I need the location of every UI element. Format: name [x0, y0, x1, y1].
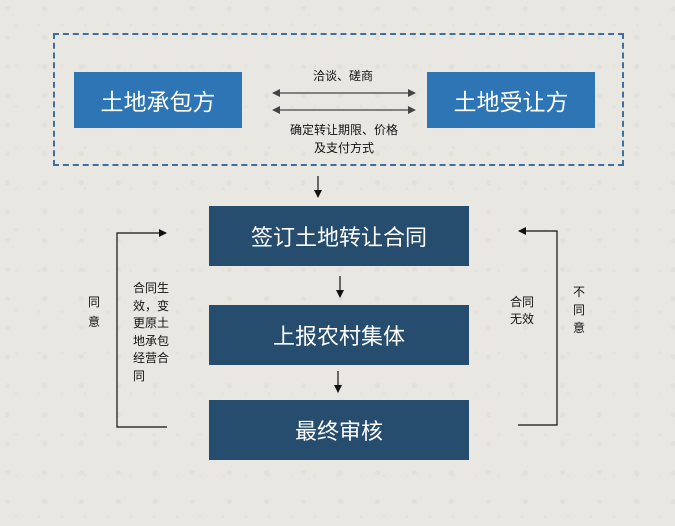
- disagree-loop-arrow: [518, 227, 558, 426]
- land-contractor-label: 土地承包方: [100, 90, 216, 116]
- agree-loop-arrow: [116, 229, 167, 428]
- negotiate-label: 洽谈、磋商: [312, 69, 373, 83]
- step-label: 最终审核: [294, 420, 383, 445]
- land-transferee-label: 土地受让方: [453, 90, 569, 116]
- contract-invalid-line2: 无效: [510, 312, 535, 326]
- contract-invalid-line1: 合同: [510, 295, 535, 309]
- step-label: 上报农村集体: [272, 325, 405, 350]
- contract-effective-label: 合同生效，变更原土地承包经营合同: [133, 281, 170, 383]
- disagree-label: 不同意: [572, 285, 585, 335]
- agree-label: 同意: [87, 295, 100, 329]
- parties-group-frame: [53, 33, 624, 166]
- step-sign-contract: 签订土地转让合同: [209, 206, 469, 266]
- terms-label-line1: 确定转让期限、价格: [289, 123, 398, 137]
- land-contractor-box: 土地承包方: [74, 72, 242, 128]
- step-final-review: 最终审核: [209, 400, 469, 460]
- step-report-collective: 上报农村集体: [209, 305, 469, 365]
- terms-label-line2: 及支付方式: [313, 141, 374, 155]
- land-transferee-box: 土地受让方: [427, 72, 595, 128]
- step-label: 签订土地转让合同: [250, 226, 427, 251]
